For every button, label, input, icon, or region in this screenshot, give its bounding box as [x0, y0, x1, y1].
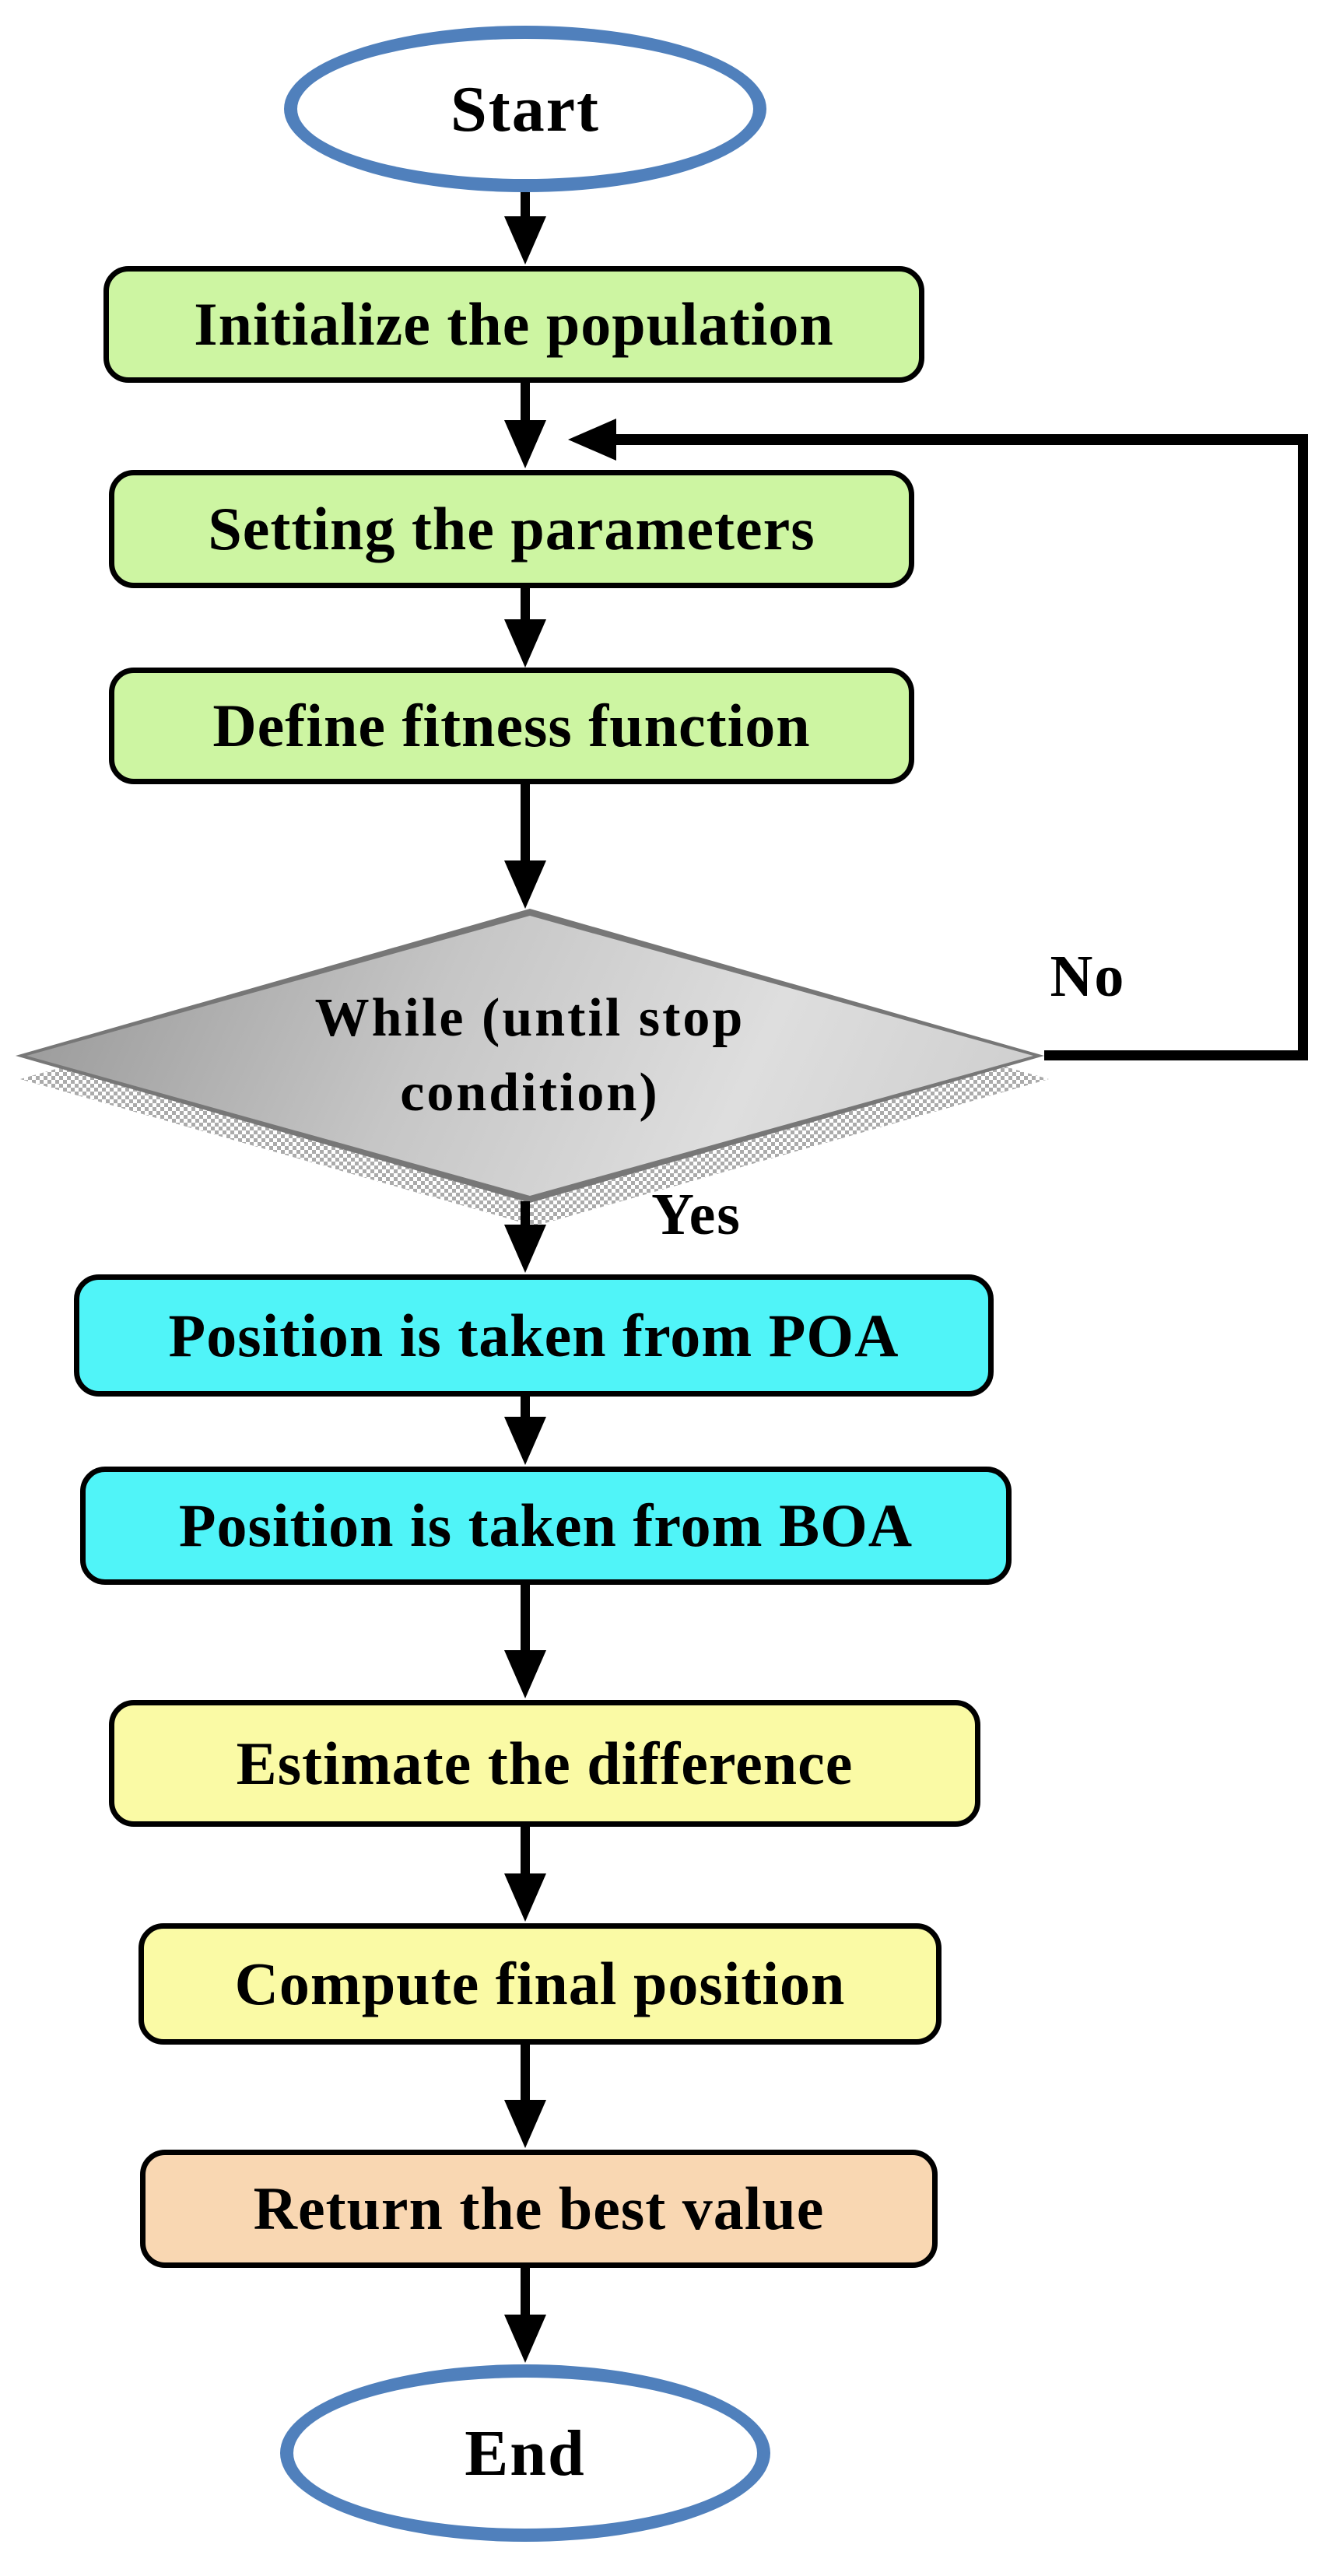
start-terminator: Start — [284, 26, 766, 192]
arrow-poa-to-boa-shaft — [521, 1397, 530, 1418]
compute-final-position-box: Compute final position — [139, 1923, 942, 2045]
loop-line-bottom — [1044, 1050, 1308, 1060]
position-boa-label: Position is taken from BOA — [178, 1491, 913, 1559]
arrowhead-down-icon — [504, 2100, 546, 2148]
arrow-decision-to-poa-shaft — [521, 1201, 530, 1226]
setting-parameters-box: Setting the parameters — [109, 470, 914, 588]
return-best-value-box: Return the best value — [140, 2150, 938, 2268]
initialize-population-box: Initialize the population — [103, 266, 924, 383]
arrow-start-to-initialize-shaft — [521, 192, 530, 217]
define-fitness-label: Define fitness function — [212, 692, 811, 759]
define-fitness-box: Define fitness function — [109, 668, 914, 784]
edge-label-yes: Yes — [651, 1182, 742, 1247]
arrow-return-to-end-shaft — [521, 2268, 530, 2316]
while-decision-label: While (until stop condition) — [16, 909, 1044, 1203]
loop-line-right — [1298, 434, 1308, 1060]
arrow-estimate-to-compute-shaft — [521, 1827, 530, 1875]
arrowhead-down-icon — [504, 1417, 546, 1465]
end-terminator: End — [280, 2364, 770, 2542]
arrowhead-down-icon — [504, 2315, 546, 2363]
arrowhead-down-icon — [504, 1225, 546, 1273]
arrow-initialize-to-setting-shaft — [521, 383, 530, 422]
arrow-setting-to-fitness-shaft — [521, 588, 530, 621]
start-label: Start — [451, 72, 600, 145]
arrow-fitness-to-decision-shaft — [521, 784, 530, 862]
setting-parameters-label: Setting the parameters — [208, 495, 815, 563]
arrowhead-down-icon — [504, 1650, 546, 1698]
initialize-population-label: Initialize the population — [194, 290, 834, 358]
estimate-difference-box: Estimate the difference — [109, 1700, 980, 1827]
estimate-difference-label: Estimate the difference — [236, 1729, 854, 1797]
arrow-boa-to-estimate-shaft — [521, 1585, 530, 1652]
arrowhead-left-icon — [568, 419, 616, 461]
while-decision-label-line2: condition) — [400, 1063, 660, 1123]
position-poa-box: Position is taken from POA — [74, 1274, 994, 1397]
edge-label-no: No — [1050, 944, 1126, 1009]
return-best-value-label: Return the best value — [253, 2175, 825, 2242]
arrow-compute-to-return-shaft — [521, 2045, 530, 2101]
position-poa-label: Position is taken from POA — [168, 1301, 899, 1369]
position-boa-box: Position is taken from BOA — [80, 1467, 1012, 1585]
while-decision-diamond: While (until stop condition) — [16, 909, 1049, 1226]
loop-line-top — [616, 434, 1308, 445]
arrowhead-down-icon — [504, 216, 546, 265]
end-label: End — [465, 2417, 586, 2490]
arrowhead-down-icon — [504, 619, 546, 668]
arrowhead-down-icon — [504, 420, 546, 468]
compute-final-position-label: Compute final position — [234, 1950, 846, 2017]
while-decision-label-line1: While (until stop — [314, 988, 745, 1048]
arrowhead-down-icon — [504, 860, 546, 909]
arrowhead-down-icon — [504, 1873, 546, 1922]
